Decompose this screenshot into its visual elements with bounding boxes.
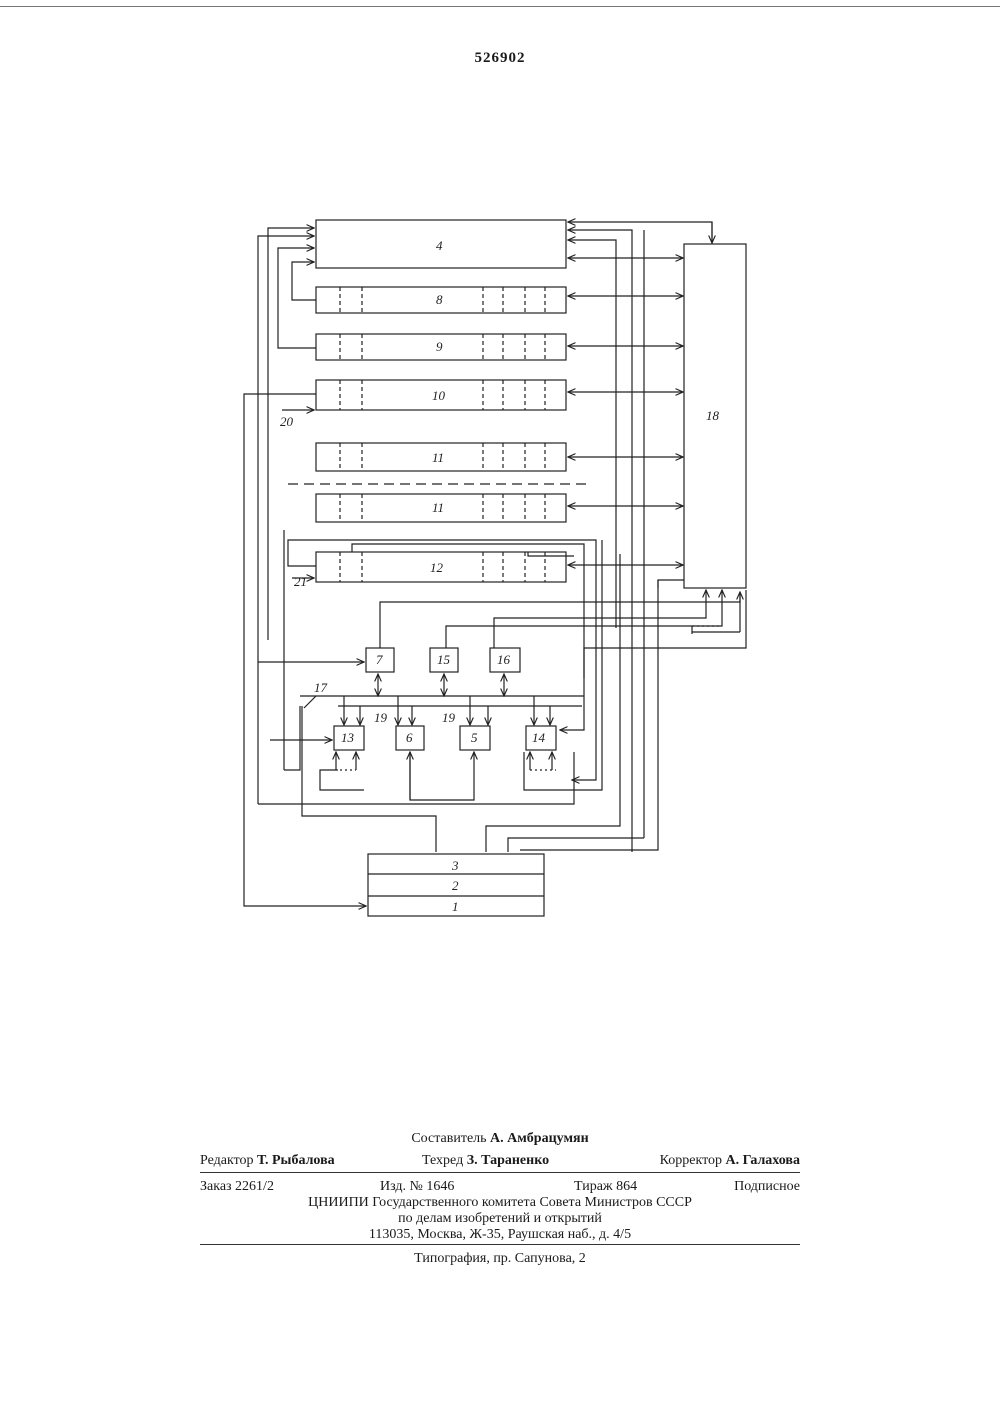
label-1: 1 xyxy=(452,899,459,914)
label-7: 7 xyxy=(376,652,383,667)
printer-line: Типография, пр. Сапунова, 2 xyxy=(200,1250,800,1267)
techred-label: Техред xyxy=(422,1153,463,1168)
label-11-bottom: 11 xyxy=(432,500,444,515)
diagram-labels: 4 8 9 10 11 11 12 18 7 15 16 13 6 5 14 3… xyxy=(0,0,1000,1000)
label-16: 16 xyxy=(497,652,511,667)
edition-number: Изд. № 1646 xyxy=(380,1178,454,1195)
label-11-top: 11 xyxy=(432,450,444,465)
label-2: 2 xyxy=(452,878,459,893)
techred-name: З. Тараненко xyxy=(467,1153,549,1168)
label-8: 8 xyxy=(436,292,443,307)
imprint-rule-top xyxy=(200,1172,800,1173)
order-number: Заказ 2261/2 xyxy=(200,1178,274,1195)
corrector-label: Корректор xyxy=(660,1153,722,1168)
label-12: 12 xyxy=(430,560,444,575)
editor-label: Редактор xyxy=(200,1153,254,1168)
label-17: 17 xyxy=(314,680,328,695)
circulation: Тираж 864 xyxy=(574,1178,637,1195)
org-address: 113035, Москва, Ж-35, Раушская наб., д. … xyxy=(200,1226,800,1243)
editor-name: Т. Рыбалова xyxy=(257,1153,335,1168)
org-line-1: ЦНИИПИ Государственного комитета Совета … xyxy=(200,1194,800,1211)
label-3: 3 xyxy=(451,858,459,873)
label-14: 14 xyxy=(532,730,546,745)
label-9: 9 xyxy=(436,339,443,354)
label-6: 6 xyxy=(406,730,413,745)
compiler-label: Составитель xyxy=(411,1131,486,1146)
compiler-name: А. Амбрацумян xyxy=(490,1131,589,1146)
label-19-right: 19 xyxy=(442,710,456,725)
label-21: 21 xyxy=(294,574,307,589)
label-20: 20 xyxy=(280,414,294,429)
subscription: Подписное xyxy=(734,1178,800,1195)
label-15: 15 xyxy=(437,652,451,667)
compiler-line: Составитель А. Амбрацумян xyxy=(200,1130,800,1147)
label-4: 4 xyxy=(436,238,443,253)
corrector-name: А. Галахова xyxy=(726,1153,800,1168)
imprint: Составитель А. Амбрацумян Редактор Т. Ры… xyxy=(200,1130,800,1270)
label-5: 5 xyxy=(471,730,478,745)
imprint-rule-bottom xyxy=(200,1244,800,1245)
label-13: 13 xyxy=(341,730,355,745)
label-10: 10 xyxy=(432,388,446,403)
org-line-2: по делам изобретений и открытий xyxy=(200,1210,800,1227)
label-18: 18 xyxy=(706,408,720,423)
label-19-left: 19 xyxy=(374,710,388,725)
